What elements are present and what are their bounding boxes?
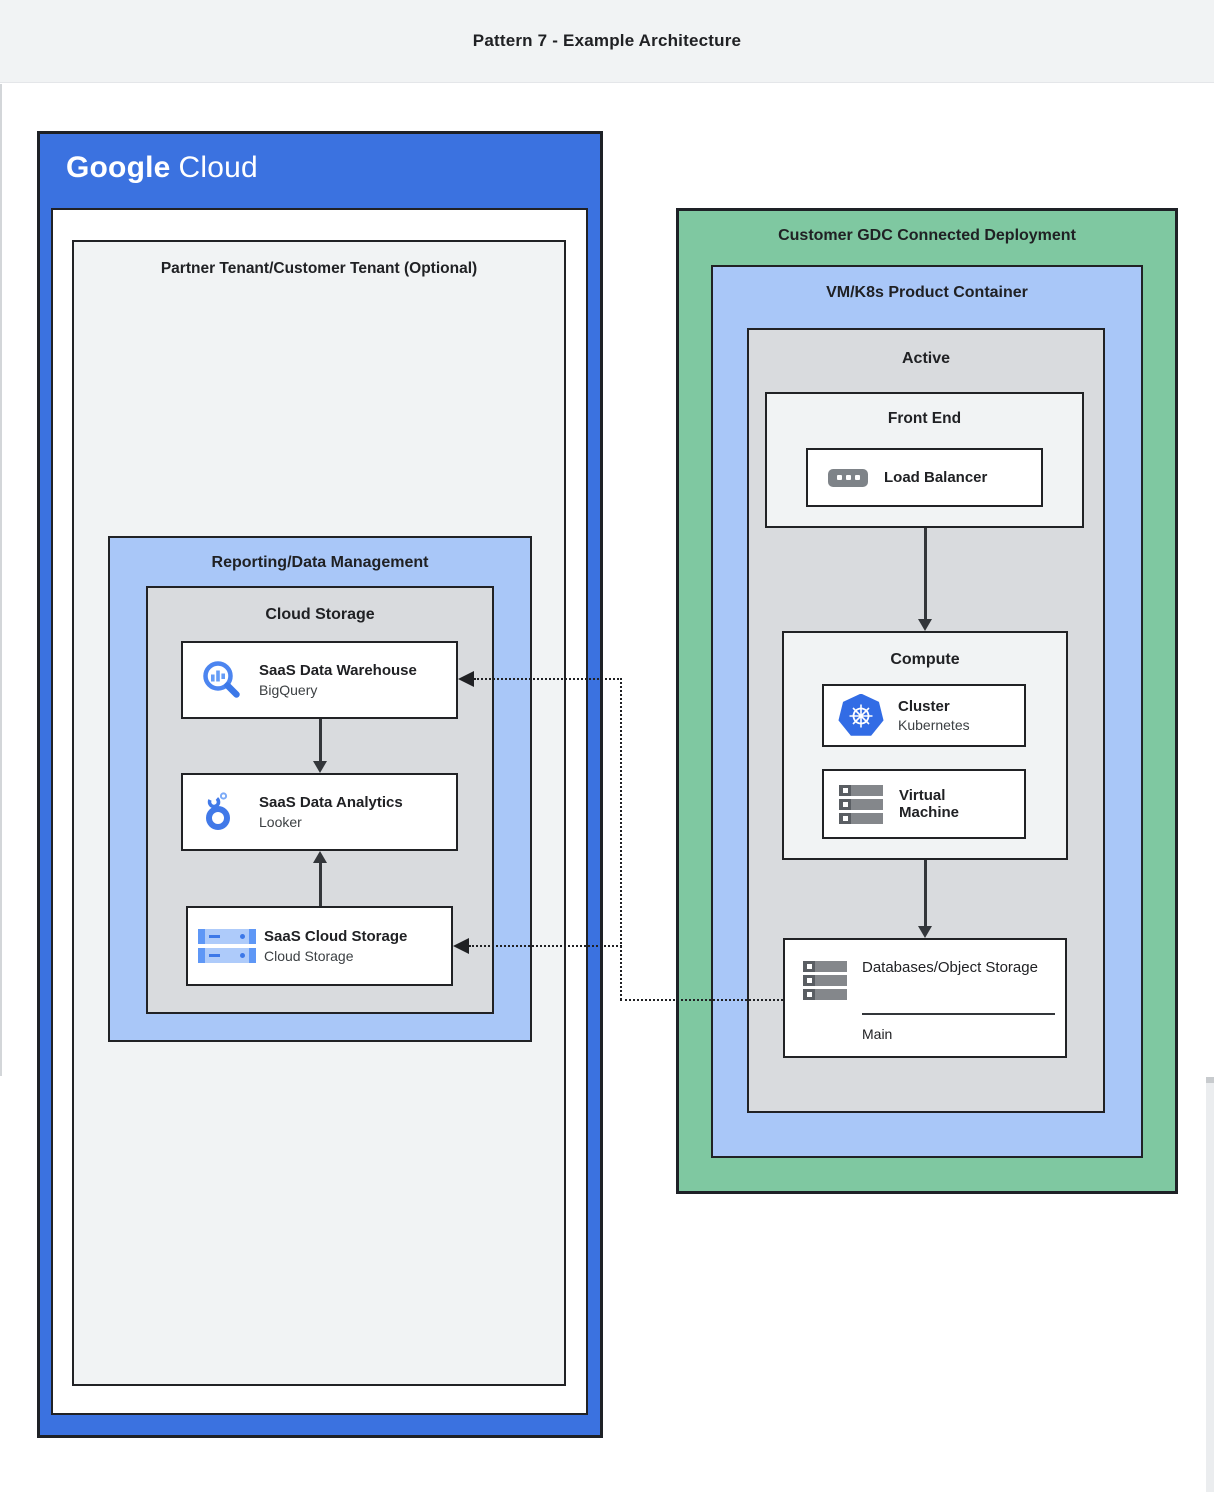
arrow-compute-to-databases-line [924, 860, 927, 927]
cloud-storage-icon [198, 929, 256, 963]
arrow-storage-to-analytics-line [319, 862, 322, 906]
saas-data-warehouse-card: SaaS Data Warehouse BigQuery [181, 641, 458, 719]
storage-card-title: SaaS Cloud Storage [264, 928, 408, 946]
arrow-storage-to-analytics-head [313, 851, 327, 863]
kubernetes-icon [838, 693, 884, 736]
compute-title: Compute [890, 651, 960, 668]
front-end-title: Front End [887, 410, 962, 427]
right-page-edge [1206, 1077, 1214, 1492]
cluster-card-subtitle: Kubernetes [898, 717, 970, 734]
load-balancer-card: Load Balancer [806, 448, 1043, 507]
load-balancer-icon [828, 468, 868, 487]
arrow-compute-to-databases-head [918, 926, 932, 938]
active-title: Active [901, 350, 951, 367]
partner-tenant-title: Partner Tenant/Customer Tenant (Optional… [160, 260, 478, 277]
virtual-machine-title: Virtual Machine [899, 787, 960, 821]
virtual-machine-card: Virtual Machine [822, 769, 1026, 839]
saas-data-analytics-card: SaaS Data Analytics Looker [181, 773, 458, 851]
arrow-warehouse-to-analytics-line [319, 719, 322, 762]
dotted-line-to-databases [620, 999, 783, 1001]
storage-card-subtitle: Cloud Storage [264, 947, 354, 964]
dotted-line-trunk [620, 678, 622, 1000]
databases-icon [803, 961, 847, 1000]
gdc-title: Customer GDC Connected Deployment [778, 227, 1076, 244]
reporting-title: Reporting/Data Management [211, 554, 429, 571]
dotted-line-storage [469, 945, 622, 947]
cloud-storage-group-title: Cloud Storage [265, 606, 375, 623]
databases-card-main-label: Main [862, 1026, 893, 1042]
logo-cloud-text: Cloud [178, 151, 258, 184]
cluster-card: Cluster Kubernetes [822, 684, 1026, 747]
vmk8s-title: VM/K8s Product Container [826, 284, 1028, 301]
page-header: Pattern 7 - Example Architecture [0, 0, 1214, 83]
page-title: Pattern 7 - Example Architecture [472, 31, 742, 50]
analytics-card-subtitle: Looker [259, 813, 302, 830]
dotted-arrowhead-warehouse [458, 671, 474, 687]
databases-object-storage-card: Databases/Object Storage Main [783, 938, 1067, 1058]
databases-card-divider [862, 1013, 1055, 1015]
right-edge-tick [1206, 1077, 1214, 1083]
analytics-card-title: SaaS Data Analytics [259, 794, 403, 812]
dotted-arrowhead-storage [453, 938, 469, 954]
looker-icon [199, 791, 245, 833]
bigquery-icon [199, 658, 245, 702]
arrow-frontend-to-compute-line [924, 528, 927, 620]
logo-google-text: Google [66, 151, 171, 184]
warehouse-card-subtitle: BigQuery [259, 681, 318, 698]
cluster-card-title: Cluster [898, 697, 950, 715]
dotted-line-warehouse [474, 678, 622, 680]
warehouse-card-title: SaaS Data Warehouse [259, 662, 417, 680]
left-page-edge [0, 84, 2, 1076]
virtual-machine-icon [839, 784, 883, 824]
load-balancer-title: Load Balancer [884, 469, 988, 486]
arrow-warehouse-to-analytics-head [313, 761, 327, 773]
arrow-frontend-to-compute-head [918, 619, 932, 631]
databases-card-title: Databases/Object Storage [862, 959, 1038, 976]
saas-cloud-storage-card: SaaS Cloud Storage Cloud Storage [186, 906, 453, 986]
